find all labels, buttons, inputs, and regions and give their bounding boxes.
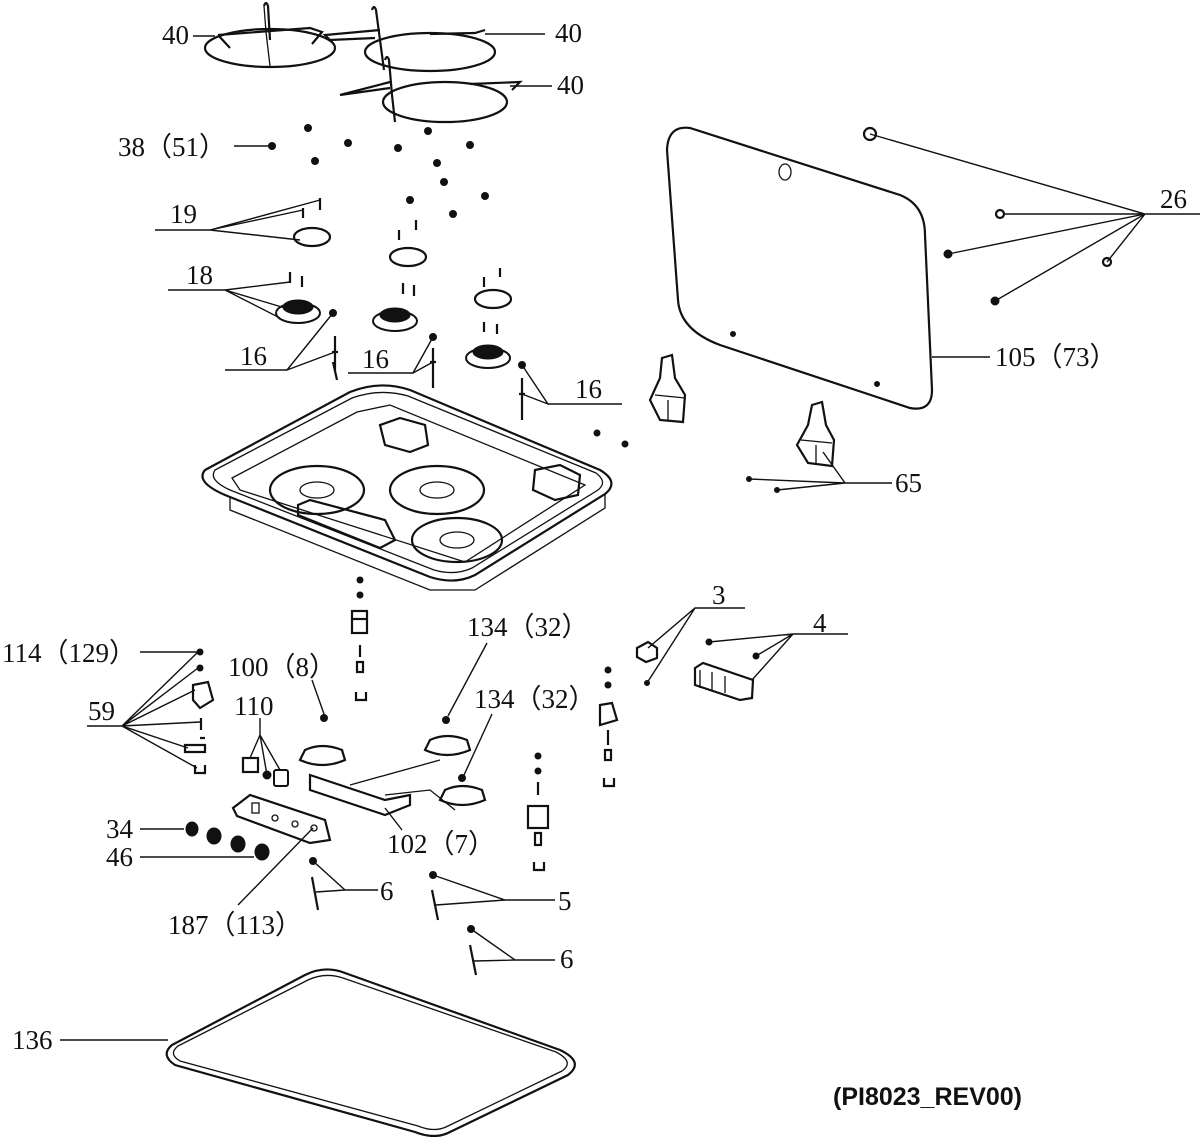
callout-136: 136 <box>12 1025 53 1055</box>
callout-40: 40 <box>555 18 582 48</box>
callout-3: 3 <box>712 580 726 610</box>
rubber-feet <box>268 124 489 218</box>
pan-support-front <box>339 55 523 124</box>
callout-65: 65 <box>895 468 922 498</box>
pan-support-left <box>203 1 337 69</box>
callout-40: 40 <box>557 70 584 100</box>
callout-34: 34 <box>106 814 134 844</box>
hob-tray <box>201 384 613 591</box>
callout-18: 18 <box>186 260 213 290</box>
callout-59: 59 <box>88 696 115 726</box>
callout-16: 16 <box>362 344 389 374</box>
callout-46: 46 <box>106 842 133 872</box>
callout-134: 134（32） <box>467 612 589 642</box>
control-knobs <box>185 821 270 861</box>
callout-16: 16 <box>575 374 602 404</box>
callout-6: 6 <box>560 944 574 974</box>
callout-40: 40 <box>162 20 189 50</box>
callout-5: 5 <box>558 886 572 916</box>
center-clip-stack <box>350 576 369 702</box>
lid-bumpers <box>862 126 1113 306</box>
control-panel <box>231 793 332 845</box>
burner-head-set <box>275 272 511 369</box>
callout-134: 134（32） <box>474 684 596 714</box>
lid-hinges <box>593 353 836 493</box>
burner-cap-set <box>292 198 513 310</box>
callout-187: 187（113） <box>168 910 302 940</box>
callout-105: 105（73） <box>995 342 1117 372</box>
callout-102: 102（7） <box>387 829 495 859</box>
thermocouple-clip-set <box>183 648 215 775</box>
callout-100: 100（8） <box>228 652 336 682</box>
callout-114: 114（129） <box>2 638 136 668</box>
callout-6: 6 <box>380 876 394 906</box>
callout-16: 16 <box>240 341 267 371</box>
leader-lines <box>60 33 1200 1041</box>
glass-lid <box>665 126 934 410</box>
callout-26: 26 <box>1160 184 1187 214</box>
pan-support-right <box>322 5 497 73</box>
callout-110: 110 <box>234 691 274 721</box>
callout-38: 38（51） <box>118 132 226 162</box>
right-clip-stack <box>526 666 619 872</box>
callout-19: 19 <box>170 199 197 229</box>
callout-labels: 40 40 40 38（51） 19 18 16 16 16 26 105（73… <box>2 18 1187 1111</box>
gas-manifold-assembly <box>241 714 487 817</box>
drawing-reference-code: (PI8023_REV00) <box>833 1083 1022 1111</box>
hob-seal-gasket <box>165 968 576 1137</box>
callout-4: 4 <box>813 608 827 638</box>
